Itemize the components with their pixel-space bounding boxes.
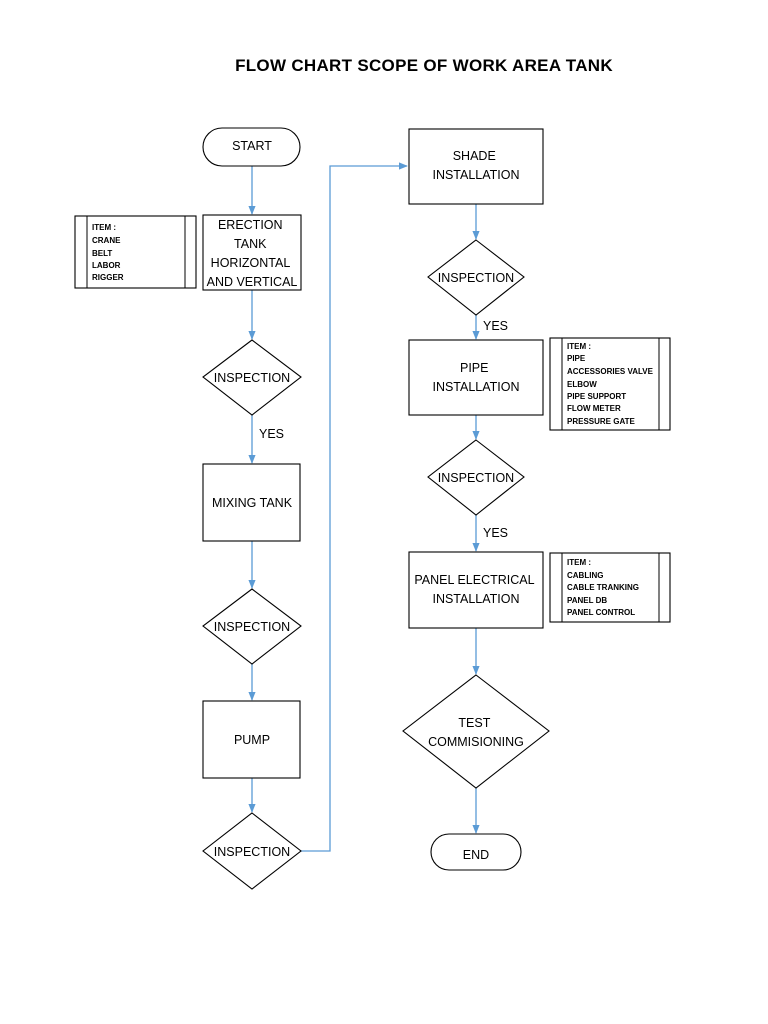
mixing-tank-box — [202, 463, 301, 542]
connectors — [248, 162, 480, 852]
inspection-label-1: INSPECTION — [214, 371, 290, 385]
panel-electrical-box — [408, 551, 544, 629]
panel-electrical-label: PANEL ELECTRICAL INSTALLATION — [414, 573, 537, 606]
yes-label-4: YES — [483, 319, 508, 333]
yes-label-5: YES — [483, 526, 508, 540]
panel-item-list: ITEM : CABLING CABLE TRANKING PANEL DB P… — [549, 552, 671, 623]
pipe-installation-box — [408, 339, 544, 416]
mixing-tank-label: MIXING TANK — [212, 496, 293, 510]
test-commisioning-diamond — [402, 674, 550, 789]
inspection-label-5: INSPECTION — [438, 471, 514, 485]
inspection-diamond-4 — [427, 239, 525, 316]
pump-label: PUMP — [234, 733, 270, 747]
inspection-label-4: INSPECTION — [438, 271, 514, 285]
inspection-label-3: INSPECTION — [214, 845, 290, 859]
arrow-insp3-shade — [300, 162, 408, 852]
end-terminator — [430, 833, 522, 871]
test-commisioning-label: TEST COMMISIONING — [428, 716, 524, 749]
start-label: START — [232, 139, 272, 153]
yes-label-1: YES — [259, 427, 284, 441]
inspection-diamond-3 — [202, 812, 302, 890]
pump-box — [202, 700, 301, 779]
inspection-label-2: INSPECTION — [214, 620, 290, 634]
page-title: FLOW CHART SCOPE OF WORK AREA TANK — [235, 56, 613, 75]
pipe-item-list: ITEM : PIPE ACCESSORIES VALVE ELBOW PIPE… — [549, 337, 671, 431]
erection-tank-box — [202, 214, 302, 291]
shade-installation-label: SHADE INSTALLATION — [432, 149, 519, 182]
inspection-diamond-5 — [427, 439, 525, 516]
panel-items-text: ITEM : CABLING CABLE TRANKING PANEL DB P… — [567, 558, 641, 617]
inspection-diamond-2 — [202, 588, 302, 665]
end-label: END — [463, 848, 489, 862]
pipe-installation-label: PIPE INSTALLATION — [432, 361, 519, 394]
inspection-diamond-1 — [202, 339, 302, 416]
erection-items-text: ITEM : CRANE BELT LABOR RIGGER — [92, 223, 124, 282]
erection-item-list: ITEM : CRANE BELT LABOR RIGGER — [74, 215, 197, 289]
erection-tank-label: ERECTION TANK HORIZONTAL AND VERTICAL — [207, 218, 298, 289]
start-terminator — [202, 127, 301, 167]
pipe-items-text: ITEM : PIPE ACCESSORIES VALVE ELBOW PIPE… — [567, 342, 655, 426]
shade-installation-box — [408, 128, 544, 205]
